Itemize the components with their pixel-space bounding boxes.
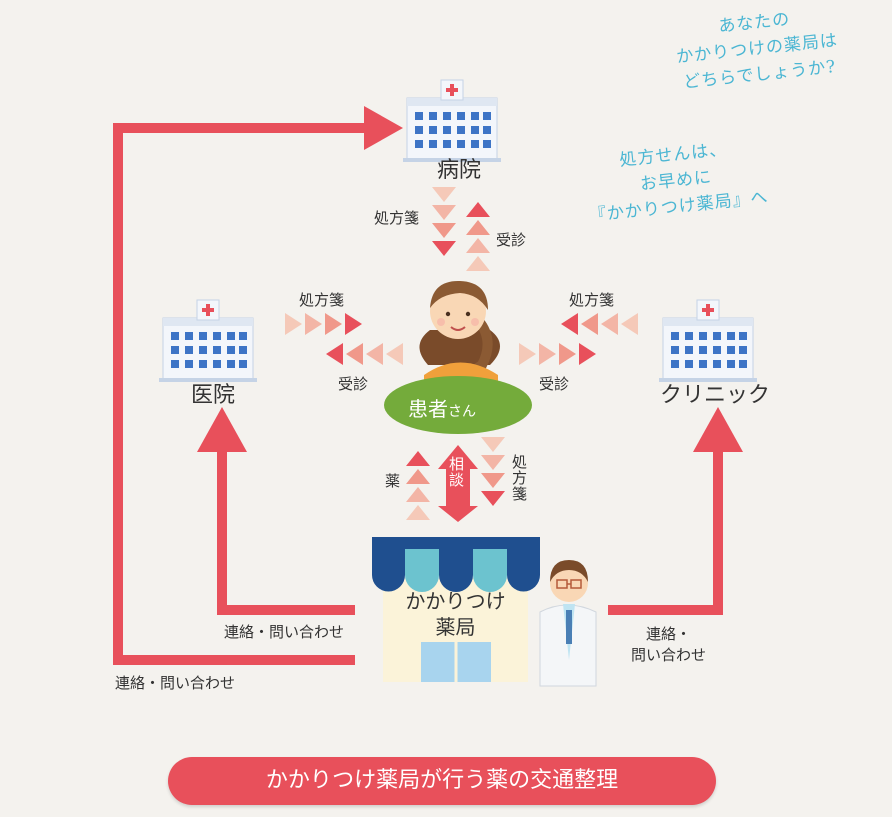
arrows-consultation-to-right-clinic (519, 343, 596, 365)
contact-line-hospital (113, 123, 372, 665)
label-contact-left-clinic: 連絡・問い合わせ (224, 623, 345, 641)
arrows-prescription-to-right-clinic (561, 313, 638, 335)
pharmacy-name: かかりつけ 薬局 (383, 588, 528, 640)
arrows-consultation-to-hospital (466, 202, 490, 271)
hospital-building-icon (402, 79, 502, 163)
label-contact-right-line-2: 問い合わせ (631, 646, 707, 664)
arrows-prescription-to-pharmacy (481, 437, 505, 506)
arrowhead-left-clinic (197, 407, 247, 452)
hospital-label: 病院 (437, 158, 482, 183)
patient-ellipse (384, 376, 532, 434)
pharmacist-figure (539, 560, 597, 687)
label-counseling: 相談 (447, 456, 465, 488)
label-contact-right-line-1: 連絡・ (646, 625, 692, 643)
arrows-consultation-to-left-clinic (326, 343, 403, 365)
arrows-prescription-to-left-clinic (285, 313, 362, 335)
contact-lines (113, 123, 723, 665)
pharmacy-name-line-2: 薬局 (435, 615, 476, 639)
arrowhead-right-clinic (693, 407, 743, 452)
arrowhead-hospital (364, 106, 403, 150)
label-contact-hospital: 連絡・問い合わせ (115, 674, 236, 692)
patient-suffix: さん (448, 404, 476, 420)
arrows-medicine-to-patient (406, 451, 430, 520)
bottom-banner: かかりつけ薬局が行う薬の交通整理 (168, 757, 716, 805)
label-medicine: 薬 (385, 472, 401, 490)
label-prescription-pharmacy: 処方箋 (510, 454, 528, 502)
label-prescription-right: 処方箋 (569, 291, 615, 309)
label-contact-right-clinic: 連絡・ 問い合わせ (631, 623, 706, 665)
right-clinic-label: クリニック (660, 383, 771, 408)
pharmacy-building (372, 537, 540, 682)
pharmacy-name-line-1: かかりつけ (405, 589, 506, 613)
patient-name: 患者 (408, 397, 448, 421)
label-prescription-hospital: 処方箋 (374, 209, 420, 227)
label-consultation-right: 受診 (539, 375, 570, 393)
left-clinic-building-icon (158, 299, 258, 383)
arrows-prescription-to-hospital (432, 187, 456, 256)
right-clinic-building-icon (658, 299, 758, 383)
left-clinic-label: 医院 (191, 383, 236, 408)
label-consultation-left: 受診 (338, 375, 369, 393)
contact-line-left-clinic (217, 450, 355, 615)
patient-figure (419, 280, 500, 392)
label-consultation-hospital: 受診 (496, 231, 527, 249)
label-prescription-left: 処方箋 (299, 291, 345, 309)
patient-label: 患者さん (408, 393, 476, 422)
counseling-double-arrow (438, 445, 478, 522)
contact-line-right-clinic (608, 452, 723, 615)
